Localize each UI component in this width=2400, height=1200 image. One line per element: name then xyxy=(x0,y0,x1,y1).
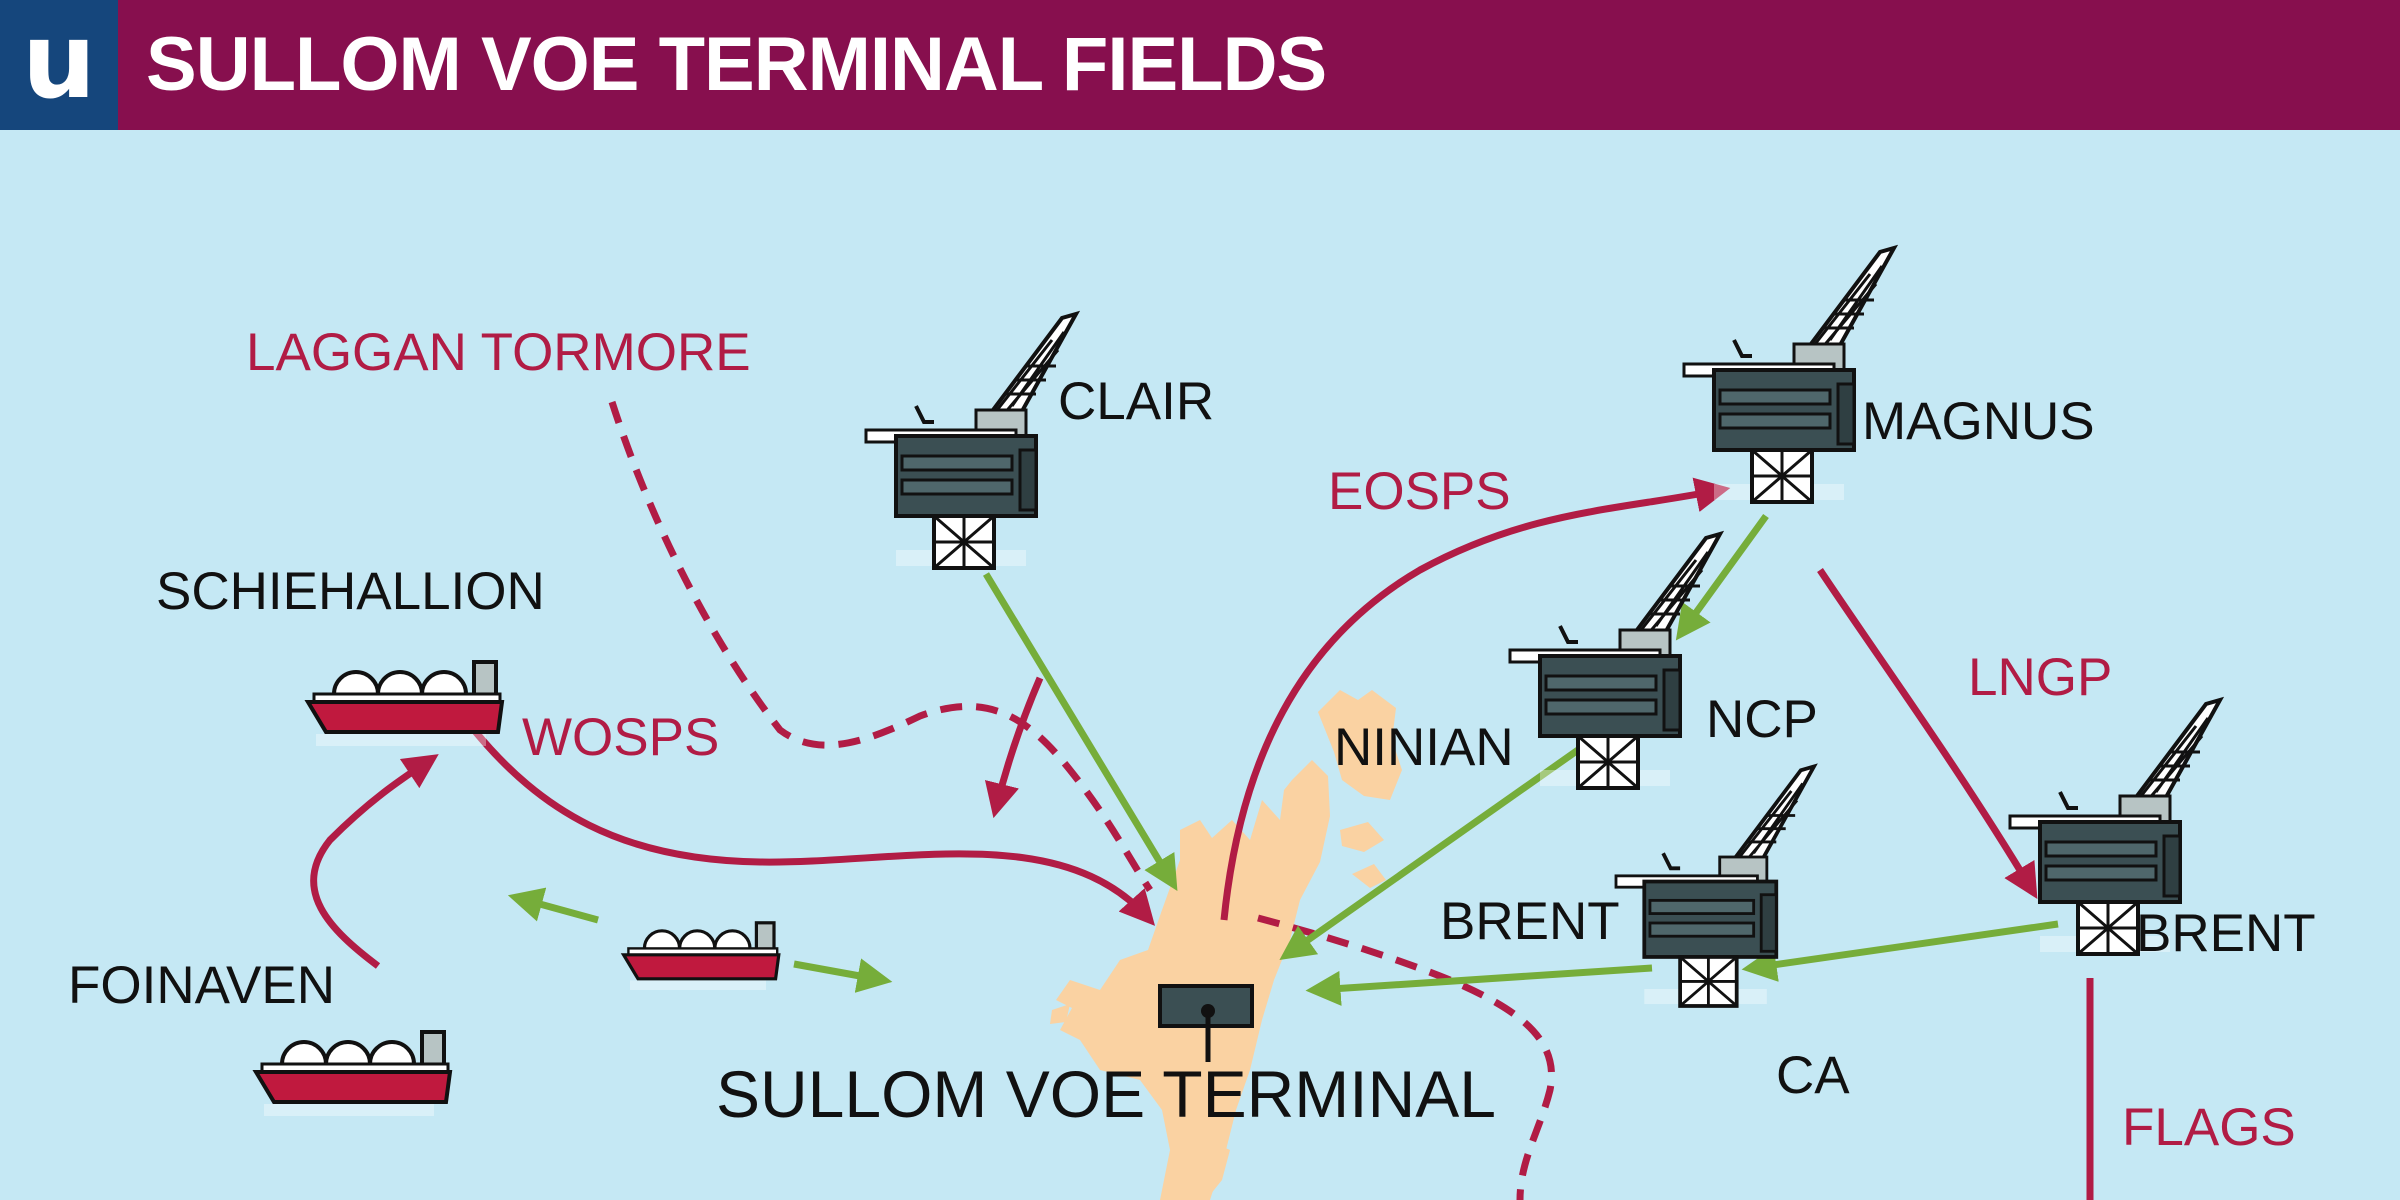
foinaven-to-schiehallion xyxy=(310,754,439,969)
wosps-pipeline xyxy=(471,727,1156,926)
tanker-east-flow xyxy=(793,958,893,993)
label-lngp: LNGP xyxy=(1968,648,2113,707)
brent-center-flow xyxy=(1305,964,1653,1006)
flow-arrows xyxy=(507,513,2059,1006)
label-ninian: NINIAN xyxy=(1334,718,1514,777)
ninian-platform-icon xyxy=(1508,532,1722,790)
ninian-flow xyxy=(1279,747,1581,961)
label-laggan-tormore: LAGGAN TORMORE xyxy=(246,323,751,382)
solid-pipelines xyxy=(310,477,2094,1200)
clair-branch-pipeline xyxy=(984,676,1044,819)
label-brent-center: BRENT xyxy=(1440,892,1620,951)
label-sullom-voe-terminal: SULLOM VOE TERMINAL xyxy=(716,1057,1496,1131)
terminal-building-icon xyxy=(1158,984,1254,1062)
lngp-pipeline xyxy=(1817,568,2038,900)
eosps-pipeline xyxy=(1220,477,1731,921)
label-ncp: NCP xyxy=(1706,690,1818,749)
laggan-tormore-pipeline xyxy=(608,400,1153,892)
label-foinaven: FOINAVEN xyxy=(68,956,335,1015)
label-eosps: EOSPS xyxy=(1328,462,1511,521)
label-wosps: WOSPS xyxy=(522,708,720,767)
tanker-west-flow xyxy=(507,887,599,924)
header-bar: u SULLOM VOE TERMINAL FIELDS xyxy=(0,0,2400,130)
shetland-island xyxy=(1050,690,1402,1200)
magnus-ninian-flow xyxy=(1675,513,1769,641)
dashed-pipelines xyxy=(608,400,1555,1200)
clair-flow xyxy=(983,572,1178,891)
label-flags: FLAGS xyxy=(2122,1098,2296,1157)
label-ca: CA xyxy=(1776,1046,1850,1105)
schiehallion-tanker-icon xyxy=(306,660,504,748)
brent-right-flow xyxy=(1741,920,2059,982)
foinaven-tanker-icon xyxy=(254,1030,452,1118)
shuttle-tanker-icon xyxy=(621,921,781,992)
label-magnus: MAGNUS xyxy=(1862,392,2095,451)
label-brent-right: BRENT xyxy=(2136,904,2316,963)
flags-east-dashed-pipeline xyxy=(1257,914,1555,1200)
brand-logo[interactable]: u xyxy=(0,0,118,130)
magnus-platform-icon xyxy=(1682,246,1896,504)
logo-letter: u xyxy=(21,0,97,122)
label-schiehallion: SCHIEHALLION xyxy=(156,562,545,621)
label-clair: CLAIR xyxy=(1058,372,1215,431)
clair-platform-icon xyxy=(864,312,1078,570)
page-title: SULLOM VOE TERMINAL FIELDS xyxy=(146,22,1327,107)
